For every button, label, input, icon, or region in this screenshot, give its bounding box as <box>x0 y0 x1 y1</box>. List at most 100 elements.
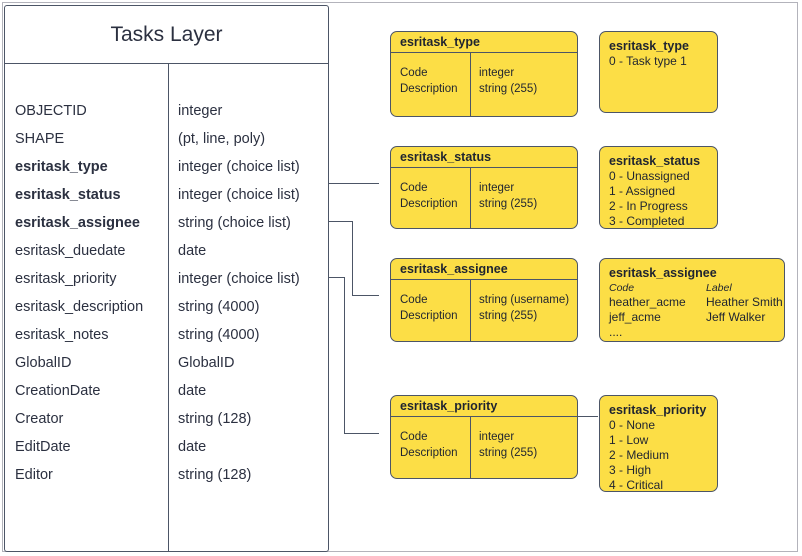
domain-box-title: esritask_status <box>609 154 701 168</box>
domain-value: 0 - Task type 1 <box>609 54 687 68</box>
field-name: Editor <box>15 467 53 483</box>
schema-cell: integer <box>479 67 515 79</box>
schema-col-right: string (username) string (255) <box>479 292 569 324</box>
domain-value: 1 - Low <box>609 433 649 447</box>
schema-cell: Description <box>400 198 458 210</box>
schema-cell: Description <box>400 310 458 322</box>
domain-value-code: jeff_acme <box>609 310 661 324</box>
field-name: EditDate <box>15 439 71 455</box>
field-type: GlobalID <box>178 355 235 371</box>
schema-box-title: esritask_status <box>391 147 577 168</box>
domain-value-code: .... <box>609 325 623 339</box>
domain-value-label: Jeff Walker <box>706 310 766 324</box>
field-name: Creator <box>15 411 64 427</box>
field-name: esritask_description <box>15 299 144 315</box>
domain-value: 0 - Unassigned <box>609 169 690 183</box>
schema-box-body: Code Description string (username) strin… <box>391 280 577 341</box>
tasks-layer-entity: Tasks Layer OBJECTID SHAPE esritask_type… <box>4 5 329 552</box>
schema-cell: Description <box>400 447 458 459</box>
schema-box-body: Code Description integer string (255) <box>391 53 577 116</box>
field-name: esritask_type <box>15 159 108 175</box>
domain-box-esritask-priority[interactable]: esritask_priority 0 - None 1 - Low 2 - M… <box>599 395 718 492</box>
schema-box-esritask-status[interactable]: esritask_status Code Description integer… <box>390 146 578 229</box>
domain-header-code: Code <box>609 282 635 294</box>
schema-box-body: Code Description integer string (255) <box>391 168 577 228</box>
domain-value-row: jeff_acme Jeff Walker <box>609 310 784 325</box>
field-name: GlobalID <box>15 355 72 371</box>
field-name: esritask_priority <box>15 271 117 287</box>
connector-assignee-seg2 <box>352 221 354 296</box>
schema-column-divider <box>470 53 471 116</box>
connector-priority-seg3 <box>344 433 384 435</box>
schema-col-left: Code Description <box>400 292 458 324</box>
field-type: integer (choice list) <box>178 159 300 175</box>
connector-priority-seg1 <box>329 277 345 279</box>
domain-box-title: esritask_type <box>609 39 689 53</box>
domain-value: 2 - In Progress <box>609 199 688 213</box>
schema-cell: string (255) <box>479 83 538 95</box>
domain-value: 2 - Medium <box>609 448 670 462</box>
tasks-layer-fields: OBJECTID SHAPE esritask_type esritask_st… <box>5 64 328 551</box>
schema-col-right: integer string (255) <box>479 180 537 212</box>
schema-cell: Description <box>400 83 458 95</box>
schema-box-esritask-type[interactable]: esritask_type Code Description integer s… <box>390 31 578 117</box>
domain-header-label: Label <box>706 282 732 294</box>
page-title: Tasks Layer <box>5 6 328 64</box>
schema-cell: Code <box>400 294 428 306</box>
schema-box-body: Code Description integer string (255) <box>391 417 577 478</box>
schema-box-title: esritask_type <box>391 32 577 53</box>
domain-header-row: Code Label <box>609 281 784 295</box>
schema-cell: integer <box>479 182 515 194</box>
field-type: string (128) <box>178 411 252 427</box>
domain-value-code: heather_acme <box>609 295 686 309</box>
field-type: integer (choice list) <box>178 187 300 203</box>
connector-status <box>329 183 384 185</box>
connector-priority-seg2 <box>344 277 346 434</box>
domain-value: 1 - Assigned <box>609 184 676 198</box>
domain-box-title: esritask_priority <box>609 403 707 417</box>
field-type: date <box>178 383 207 399</box>
schema-column-divider <box>470 280 471 341</box>
domain-value: 3 - High <box>609 463 652 477</box>
field-type-column: integer (pt, line, poly) integer (choice… <box>178 97 324 489</box>
field-name: esritask_status <box>15 187 121 203</box>
field-name: CreationDate <box>15 383 101 399</box>
schema-col-right: integer string (255) <box>479 65 537 97</box>
schema-cell: Code <box>400 431 428 443</box>
domain-box-esritask-assignee[interactable]: esritask_assignee Code Label heather_acm… <box>599 258 785 342</box>
field-name: esritask_duedate <box>15 243 126 259</box>
schema-box-esritask-priority[interactable]: esritask_priority Code Description integ… <box>390 395 578 479</box>
schema-col-left: Code Description <box>400 429 458 461</box>
field-name: SHAPE <box>15 131 65 147</box>
schema-box-esritask-assignee[interactable]: esritask_assignee Code Description strin… <box>390 258 578 342</box>
domain-value: 0 - None <box>609 418 656 432</box>
column-divider <box>168 64 169 551</box>
field-type: integer (choice list) <box>178 271 300 287</box>
connector-assignee-seg1 <box>329 221 353 223</box>
domain-box-esritask-type[interactable]: esritask_type 0 - Task type 1 <box>599 31 718 113</box>
schema-cell: integer <box>479 431 515 443</box>
schema-col-right: integer string (255) <box>479 429 537 461</box>
domain-value: 4 - Critical <box>609 478 664 492</box>
schema-cell: string (username) <box>479 294 570 306</box>
schema-cell: string (255) <box>479 198 538 210</box>
schema-col-left: Code Description <box>400 180 458 212</box>
connector-assignee-seg3 <box>352 295 384 297</box>
connector-priority-domain <box>560 416 598 418</box>
schema-col-left: Code Description <box>400 65 458 97</box>
schema-column-divider <box>470 417 471 478</box>
domain-value-label: Heather Smith <box>706 295 783 309</box>
domain-value: 3 - Completed <box>609 214 685 228</box>
field-type: date <box>178 243 207 259</box>
field-name-column: OBJECTID SHAPE esritask_type esritask_st… <box>15 97 165 489</box>
domain-box-esritask-status[interactable]: esritask_status 0 - Unassigned 1 - Assig… <box>599 146 718 229</box>
schema-box-title: esritask_priority <box>391 396 577 417</box>
schema-column-divider <box>470 168 471 228</box>
field-type: string (4000) <box>178 299 260 315</box>
field-type: (pt, line, poly) <box>178 131 266 147</box>
field-type: integer <box>178 103 223 119</box>
field-type: string (4000) <box>178 327 260 343</box>
schema-cell: string (255) <box>479 447 538 459</box>
field-type: string (choice list) <box>178 215 291 231</box>
